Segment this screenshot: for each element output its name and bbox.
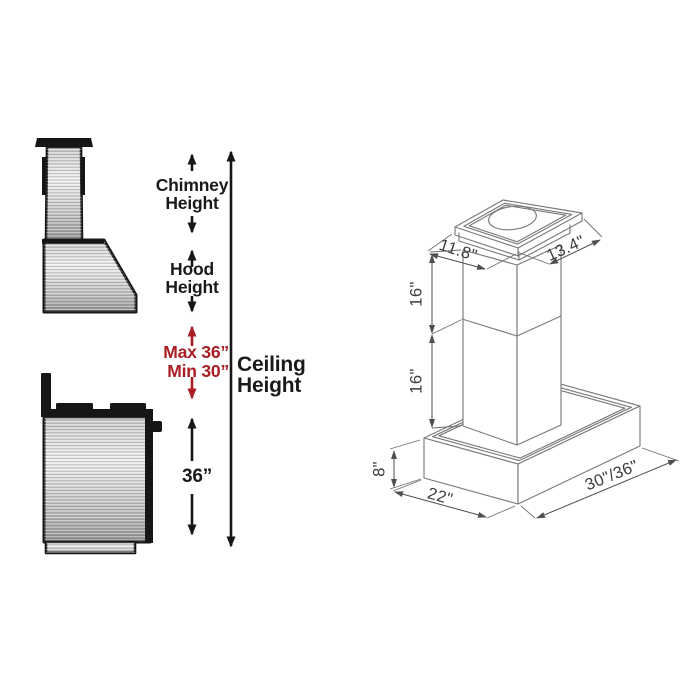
plate-width-dim — [549, 239, 601, 265]
chimney-height-label: Chimney Height — [155, 175, 229, 213]
hood-height-label-line1: Hood — [170, 259, 214, 279]
ceiling-height-label-line1: Ceiling — [237, 353, 306, 376]
chimney-height-label-line1: Chimney — [155, 175, 229, 195]
hood-chimney — [44, 145, 84, 243]
ceiling-height-label: Ceiling Height — [237, 353, 306, 397]
height-arrows — [187, 150, 236, 548]
lower-chimney-height-value: 16" — [407, 368, 426, 394]
wall-hood-side-view — [35, 138, 138, 314]
iso-dimensions — [389, 218, 680, 519]
range-side-trim — [145, 415, 153, 543]
base-height-value: 8" — [370, 461, 389, 477]
iso-chimney — [461, 244, 562, 446]
base-depth-dim — [394, 491, 487, 518]
ceiling-height-label-line2: Height — [237, 373, 302, 397]
range-drawer — [44, 540, 137, 555]
base-width-dim — [536, 459, 677, 519]
range-cooktop-frame — [41, 409, 153, 417]
counter-height-label: 36” — [181, 466, 213, 487]
burner-grate-left — [56, 403, 93, 411]
range-body — [42, 415, 152, 544]
hood-chimney-cap — [35, 138, 93, 147]
chimney-bracket-left — [42, 157, 47, 195]
chimney-bracket-right — [80, 157, 85, 195]
hood-height-label-line2: Height — [165, 276, 219, 297]
duct-hole — [488, 205, 537, 231]
chimney-height-label-line2: Height — [165, 192, 219, 213]
island-hood-isometric — [389, 199, 680, 519]
iso-ceiling-plate — [454, 199, 583, 257]
mount-clearance-max: Max 36” — [163, 342, 229, 362]
range-knob — [151, 421, 162, 432]
hood-canopy — [42, 238, 138, 314]
burner-grate-right — [110, 403, 146, 411]
mount-clearance-label: Max 36” Min 30” — [163, 343, 229, 380]
hood-height-label: Hood Height — [165, 259, 219, 297]
range-side-view — [41, 373, 162, 555]
mount-clearance-min: Min 30” — [167, 360, 229, 381]
plate-depth-dim — [429, 253, 486, 270]
range-back-panel — [41, 373, 51, 417]
upper-chimney-height-value: 16" — [407, 281, 426, 307]
